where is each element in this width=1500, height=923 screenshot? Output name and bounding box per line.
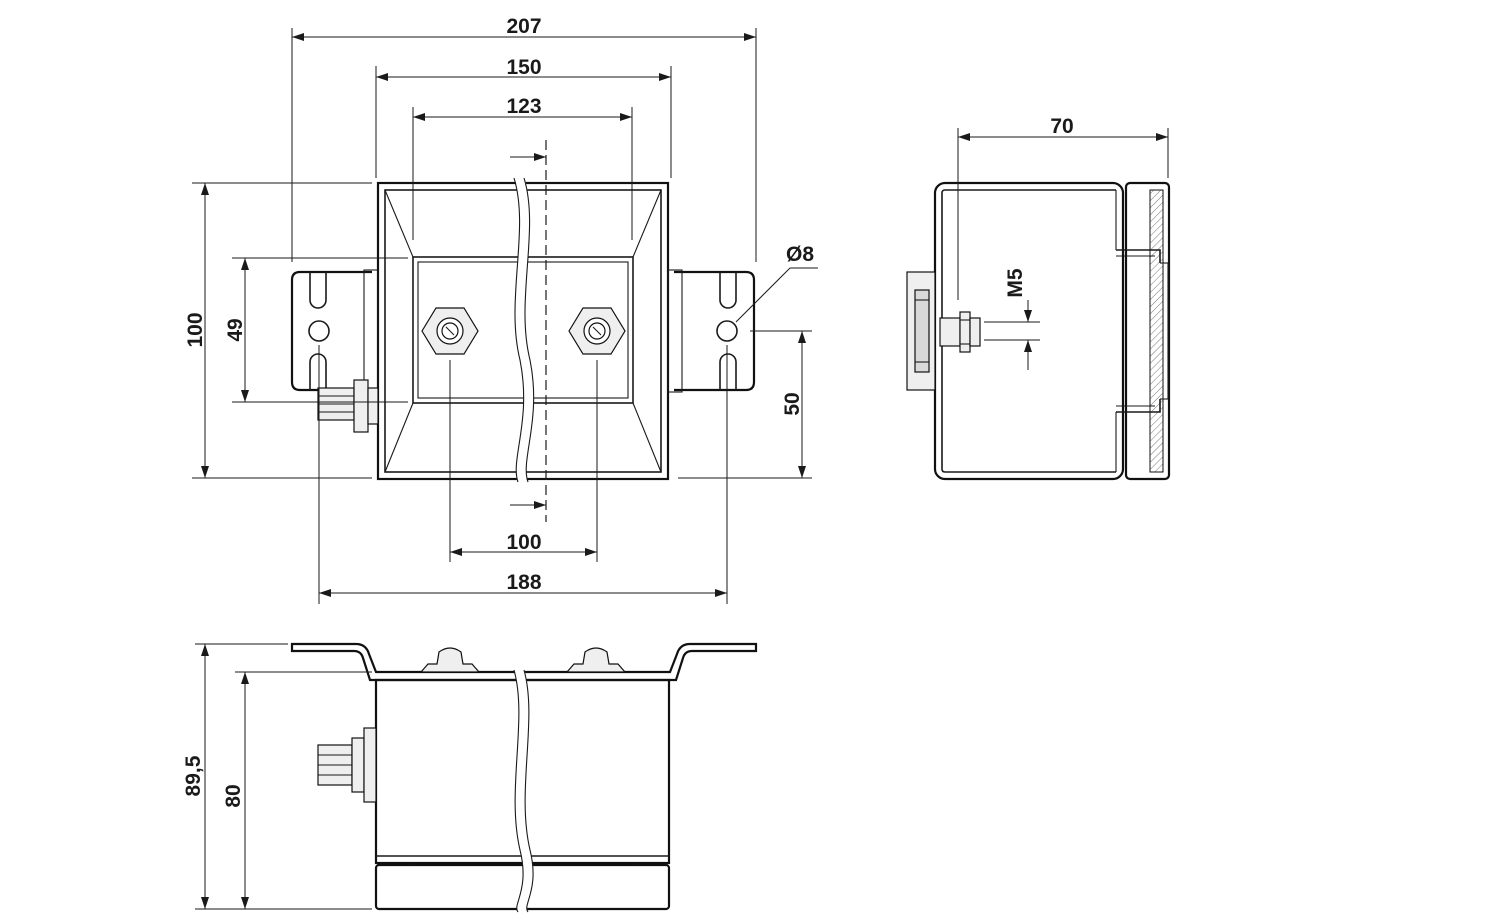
right-mount-bracket [674, 270, 756, 392]
dim-terminal-spacing: 100 [506, 531, 541, 554]
front-view: 207 150 123 100 49 50 Ø8 100 188 [184, 15, 818, 604]
elevation-terminal-left [419, 647, 481, 673]
dim-top-width: 123 [506, 95, 541, 118]
dim-hole-offset: 50 [781, 392, 804, 415]
side-view: M5 70 [906, 115, 1171, 481]
dim-hole-diameter: Ø8 [786, 243, 814, 266]
dim-overall-height: 100 [184, 312, 207, 347]
mount-hole [716, 320, 738, 342]
elevation-terminal-right [565, 647, 627, 673]
dim-depth: 70 [1050, 115, 1073, 138]
side-rail [1124, 181, 1171, 481]
dim-total-height: 89,5 [182, 755, 205, 796]
terminal-left [421, 307, 479, 355]
dim-body-height: 80 [222, 784, 245, 807]
dim-overall-width: 207 [506, 15, 541, 38]
dim-hole-spacing: 188 [506, 571, 541, 594]
elevation-flange [290, 642, 758, 682]
left-mount-bracket [290, 270, 372, 392]
dim-thread: M5 [1004, 268, 1027, 297]
elevation-view: 89,5 80 [182, 642, 758, 913]
dim-mount-width: 150 [506, 56, 541, 79]
dim-inner-height: 49 [224, 318, 247, 341]
terminal-right [568, 307, 626, 355]
